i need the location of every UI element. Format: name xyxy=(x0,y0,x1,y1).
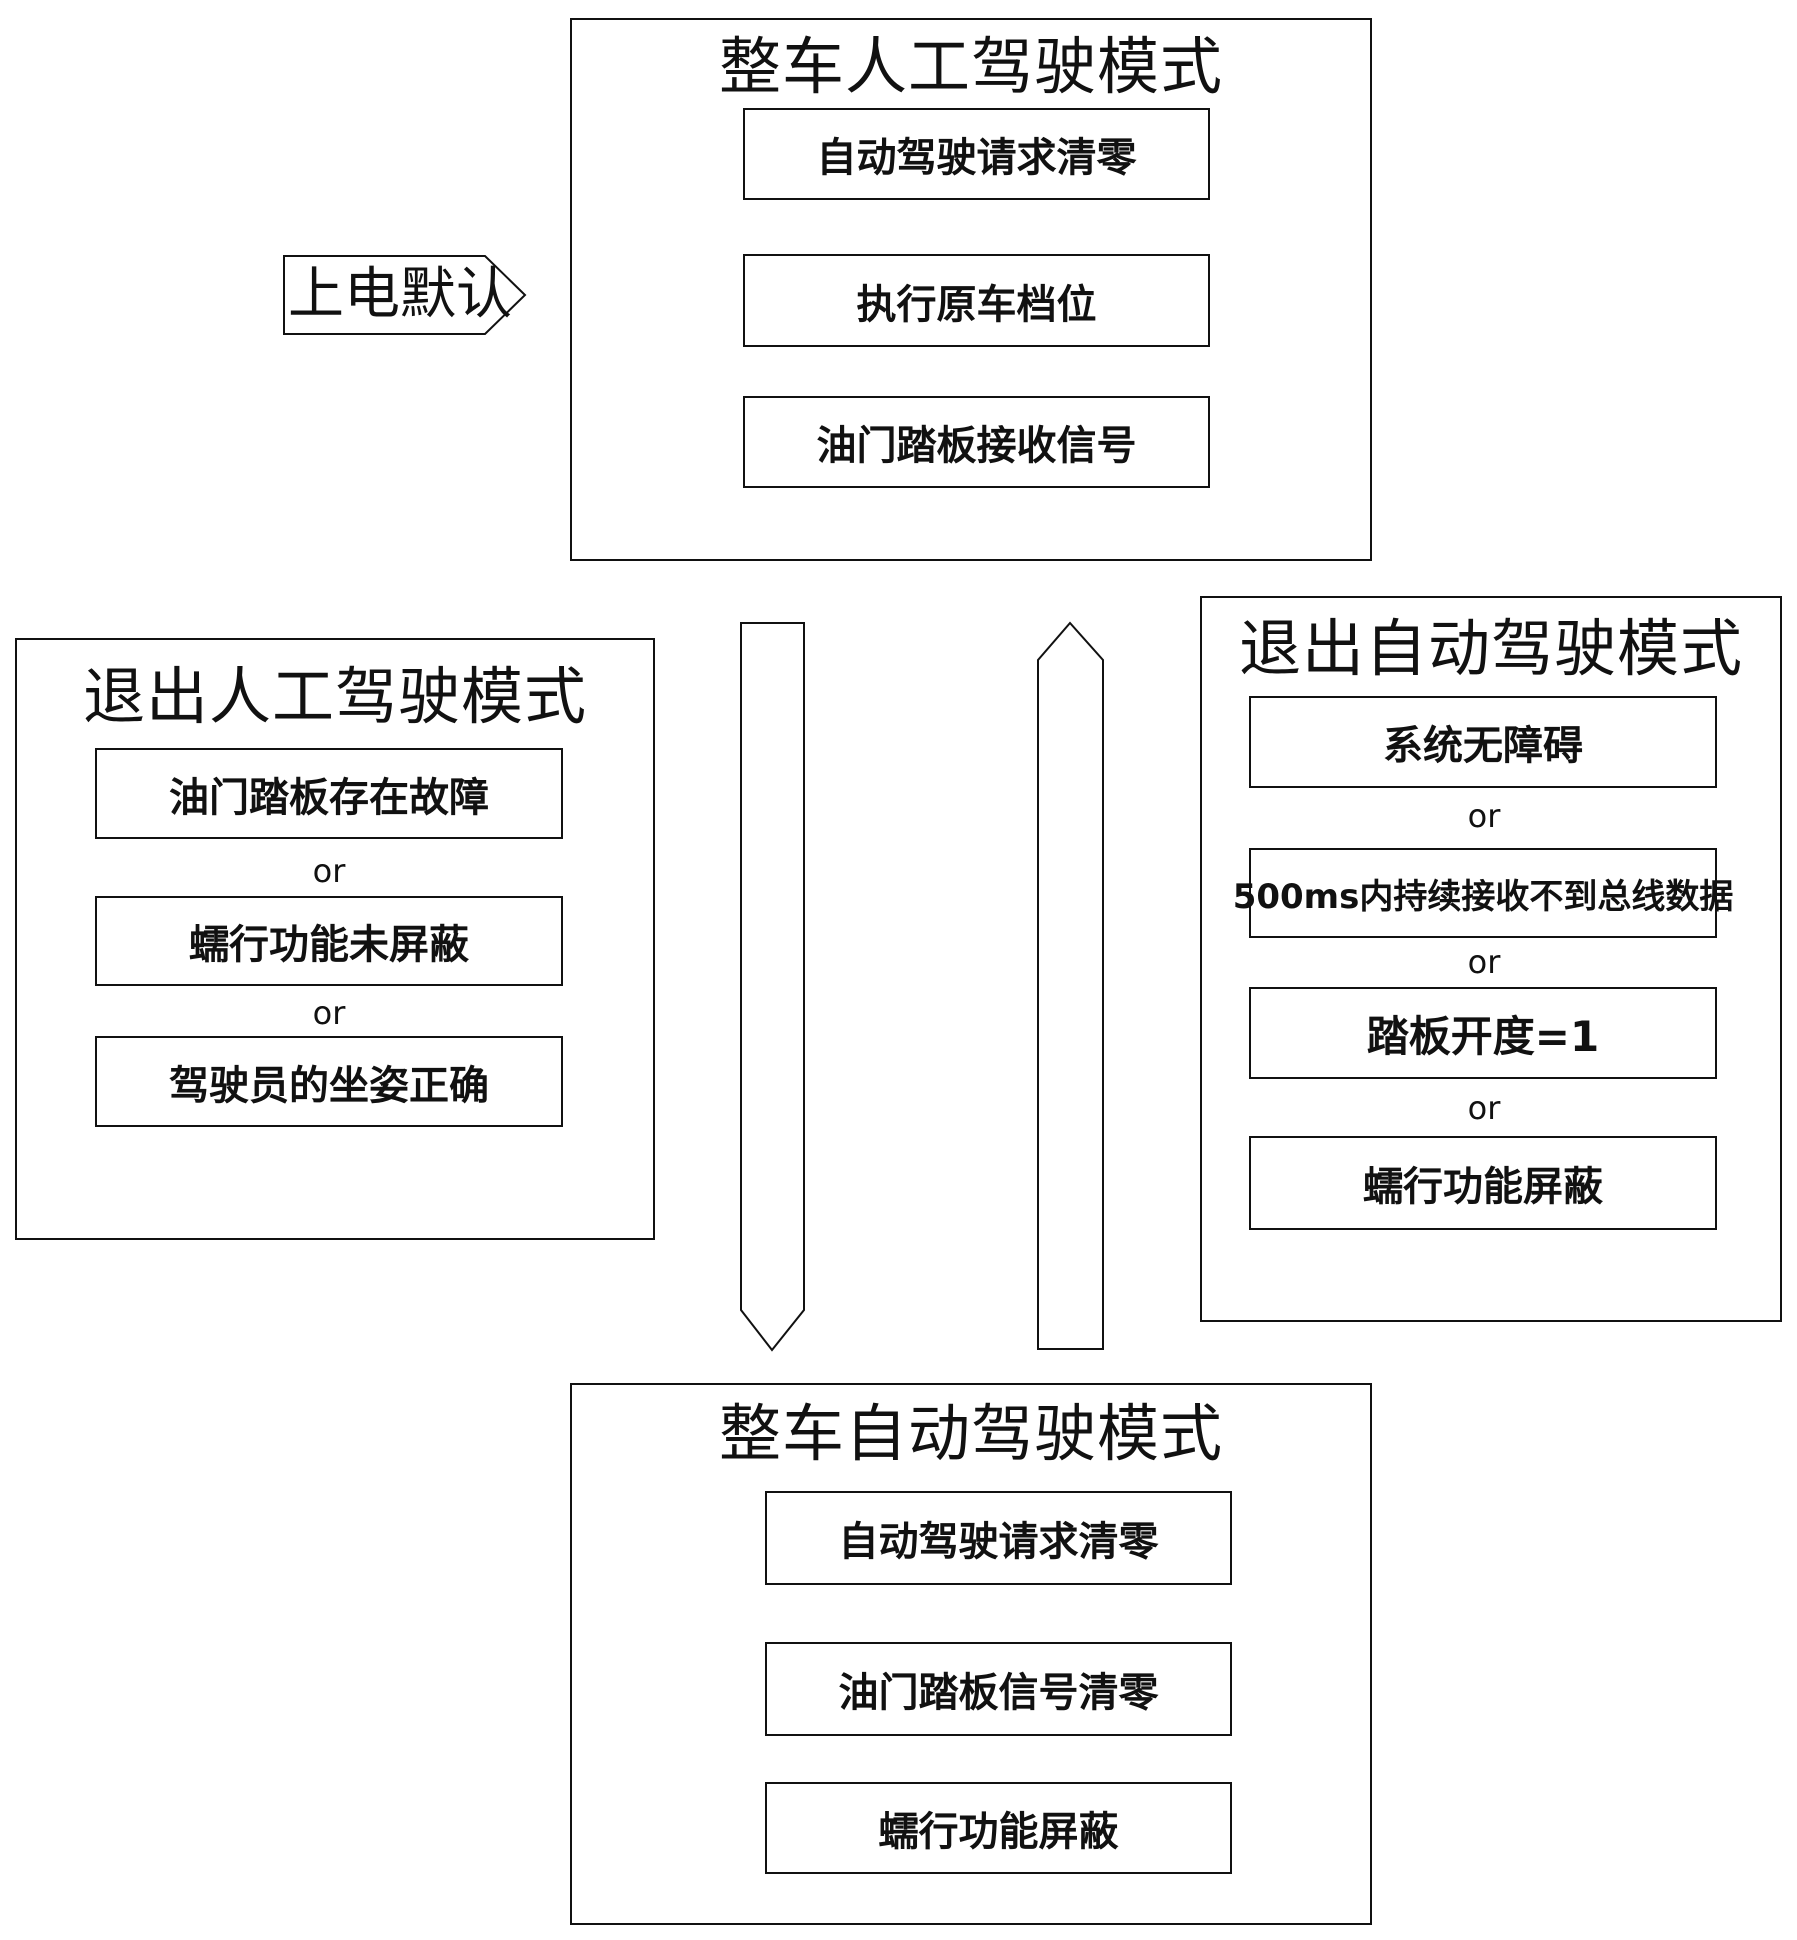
exit-manual-mode-title: 退出人工驾驶模式 xyxy=(82,660,587,733)
exit-auto-condition-bus-timeout: 500ms内持续接收不到总线数据 xyxy=(1233,848,1733,938)
auto-step-creep-masked: 蠕行功能屏蔽 xyxy=(765,1782,1232,1874)
exit-auto-or-label: or xyxy=(1467,1089,1501,1127)
manual-step-original-gear: 执行原车档位 xyxy=(743,254,1210,347)
exit-manual-condition-throttle-fault: 油门踏板存在故障 xyxy=(95,748,563,839)
auto-step-clear-throttle-signal: 油门踏板信号清零 xyxy=(765,1642,1232,1736)
exit-auto-or-label: or xyxy=(1467,943,1501,981)
exit-auto-condition-no-obstacle: 系统无障碍 xyxy=(1249,696,1717,788)
power-on-arrow-icon xyxy=(283,255,527,335)
exit-manual-or-label: or xyxy=(312,852,346,890)
power-on-default-label: 上电默认 xyxy=(288,262,512,327)
manual-driving-mode-panel: 整车人工驾驶模式 自动驾驶请求清零 执行原车档位 油门踏板接收信号 xyxy=(570,18,1372,561)
up-arrow-icon xyxy=(1037,621,1104,1350)
exit-manual-condition-driver-posture: 驾驶员的坐姿正确 xyxy=(95,1036,563,1127)
exit-manual-or-label: or xyxy=(312,994,346,1032)
auto-step-clear-auto-request: 自动驾驶请求清零 xyxy=(765,1491,1232,1585)
exit-auto-or-label: or xyxy=(1467,797,1501,835)
manual-driving-mode-title: 整车人工驾驶模式 xyxy=(718,30,1223,103)
exit-manual-condition-creep-unmasked: 蠕行功能未屏蔽 xyxy=(95,896,563,986)
manual-step-clear-auto-request: 自动驾驶请求清零 xyxy=(743,108,1210,200)
exit-auto-mode-panel: 退出自动驾驶模式 系统无障碍 or 500ms内持续接收不到总线数据 or 踏板… xyxy=(1200,596,1782,1322)
exit-auto-mode-title: 退出自动驾驶模式 xyxy=(1238,612,1743,685)
exit-auto-condition-creep-masked: 蠕行功能屏蔽 xyxy=(1249,1136,1717,1230)
manual-step-throttle-signal: 油门踏板接收信号 xyxy=(743,396,1210,488)
auto-driving-mode-panel: 整车自动驾驶模式 自动驾驶请求清零 油门踏板信号清零 蠕行功能屏蔽 xyxy=(570,1383,1372,1925)
exit-manual-mode-panel: 退出人工驾驶模式 油门踏板存在故障 or 蠕行功能未屏蔽 or 驾驶员的坐姿正确 xyxy=(15,638,655,1240)
down-arrow-icon xyxy=(740,622,805,1352)
exit-auto-condition-pedal-opening: 踏板开度=1 xyxy=(1249,987,1717,1079)
auto-driving-mode-title: 整车自动驾驶模式 xyxy=(718,1397,1223,1470)
